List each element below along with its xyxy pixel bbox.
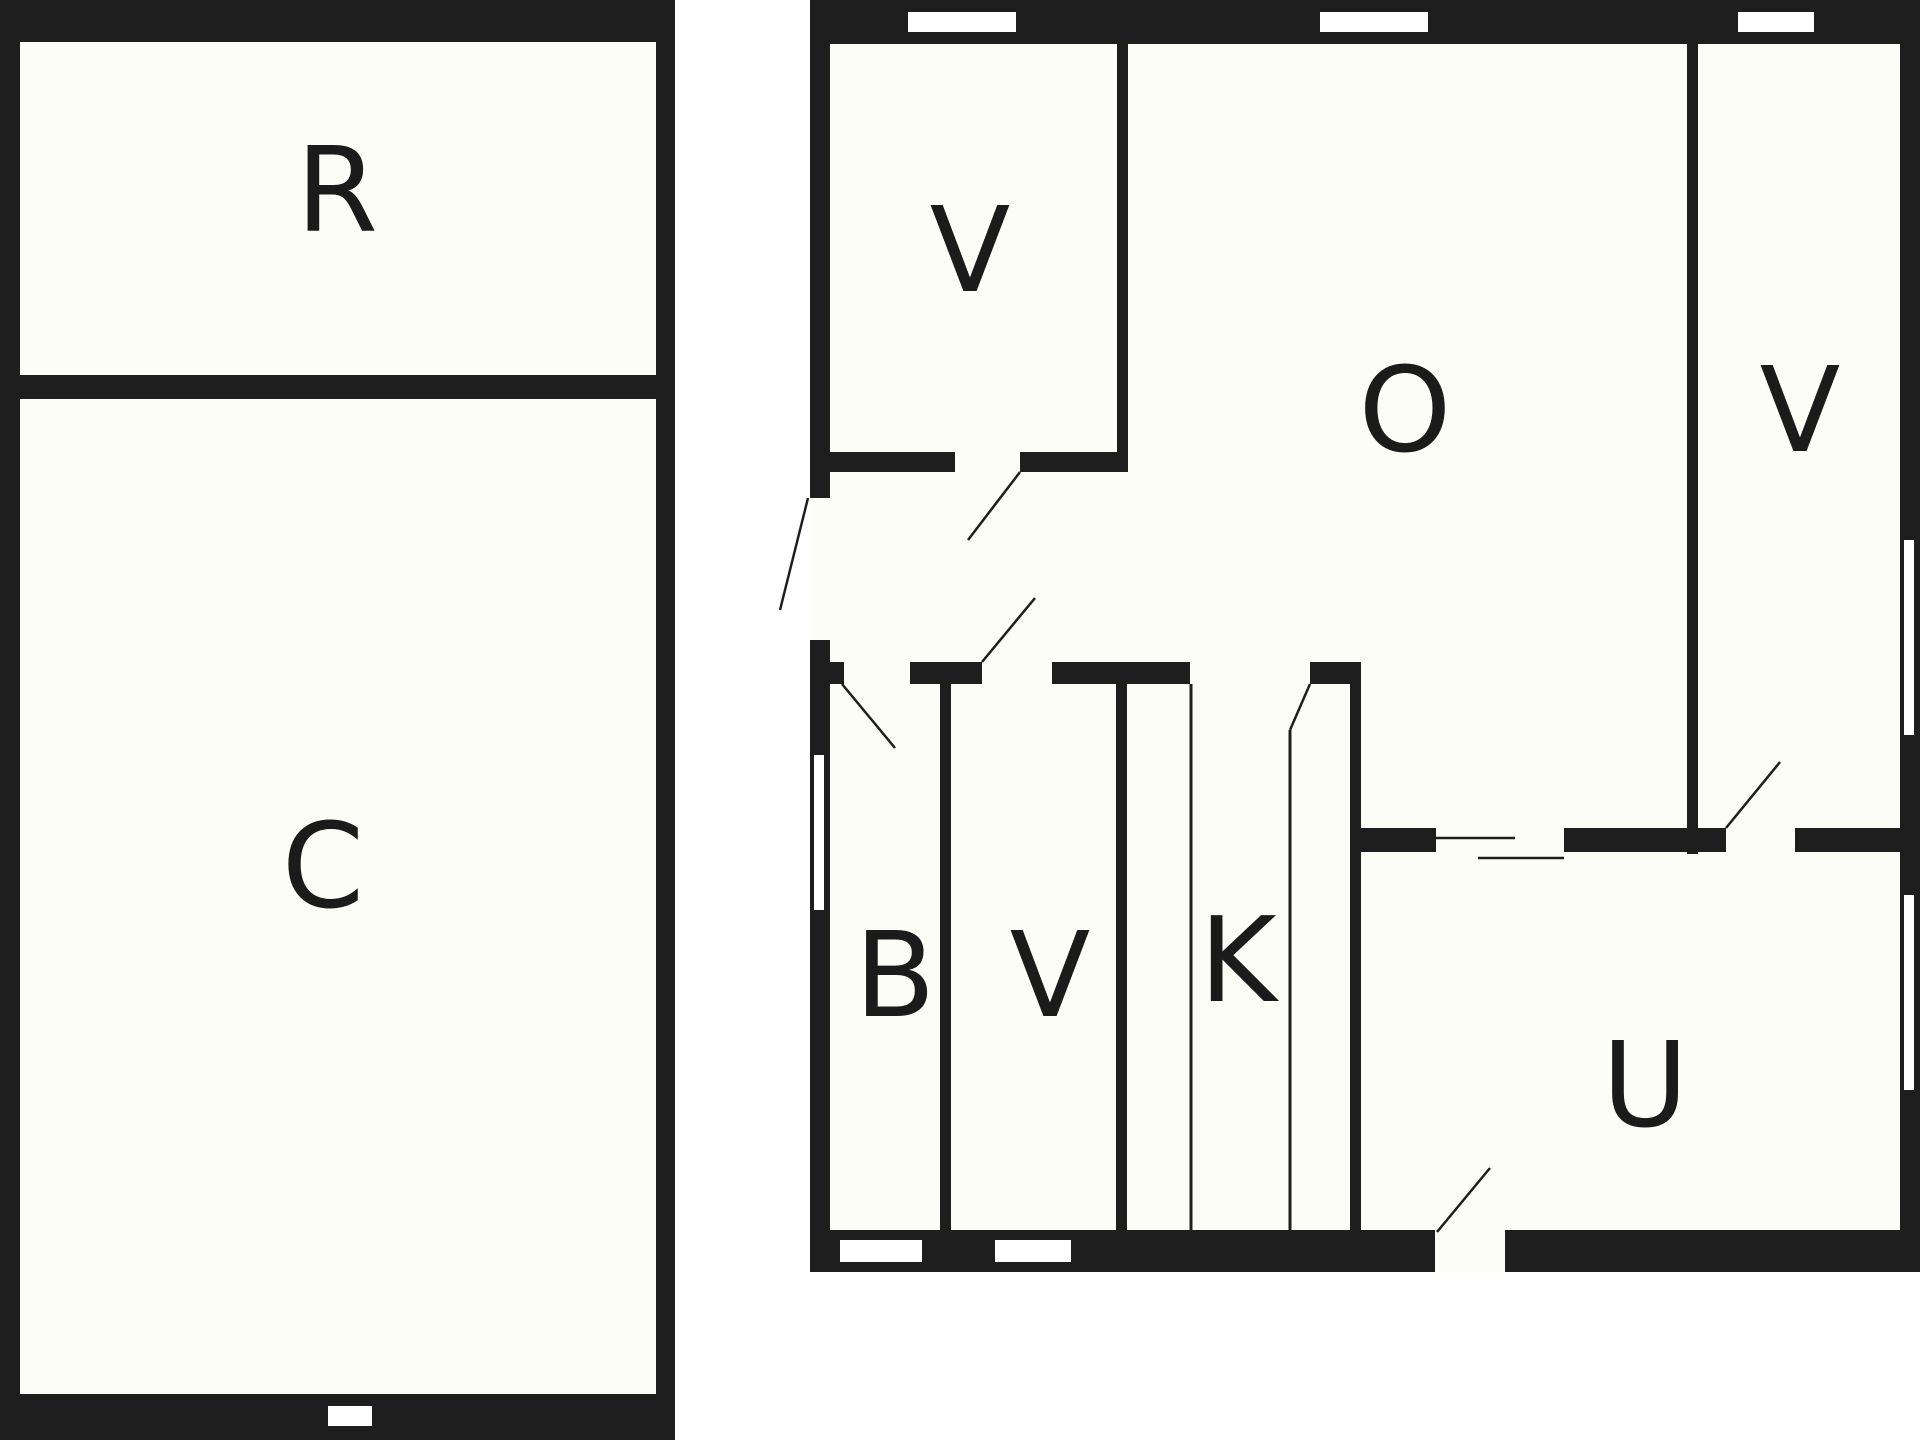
corridor-wall-a [830, 662, 844, 684]
b-door-swing [841, 683, 896, 749]
left-wall-divider [0, 375, 675, 399]
room-label-r: R [296, 121, 378, 259]
bottom-window-1 [840, 1240, 922, 1262]
right-top-window-2 [1320, 12, 1428, 32]
room-label-u: U [1602, 1016, 1688, 1154]
corridor-wall-d [1310, 662, 1360, 684]
k-door-swing [1288, 683, 1312, 731]
left-wall-left [0, 0, 20, 1440]
v-right-door-swing [1725, 761, 1781, 829]
right-building-floor [810, 0, 1920, 1272]
room-label-c: C [282, 797, 364, 935]
right-side-window-2 [1904, 895, 1914, 1090]
right-building: V O V B V K U [778, 0, 1920, 1272]
room-label-v-right: V [1760, 341, 1841, 479]
o-v-right-wall [1687, 44, 1698, 854]
v-top-left-wall-right [1117, 44, 1128, 472]
room-label-v-top-left: V [930, 181, 1011, 319]
room-label-v-bottom: V [1010, 906, 1091, 1044]
v-top-left-door-swing [967, 471, 1021, 541]
bottom-window-2 [995, 1240, 1071, 1262]
left-side-window [814, 755, 824, 910]
bottom-door-gap [1435, 1230, 1505, 1272]
room-label-b: B [855, 906, 936, 1044]
room-label-k: K [1199, 891, 1279, 1029]
right-side-window-1 [1904, 540, 1914, 735]
room-label-o: O [1359, 341, 1452, 479]
b-v-wall [940, 684, 951, 1230]
k-u-wall [1350, 662, 1361, 1230]
left-building-floor [0, 0, 675, 1440]
v-top-left-wall-bottom-b [1020, 452, 1128, 472]
left-door-swing [778, 497, 810, 611]
u-top-wall-c [1795, 828, 1900, 852]
v-k-wall [1116, 684, 1127, 1230]
left-wall-top [0, 0, 675, 42]
corridor-door-swing [981, 597, 1036, 663]
left-wall-right [656, 0, 675, 1440]
right-top-window-1 [908, 12, 1016, 32]
right-wall-bottom [810, 1230, 1920, 1272]
u-top-wall-a [1350, 828, 1436, 852]
u-top-wall-b [1564, 828, 1726, 852]
bottom-door-swing [1436, 1167, 1491, 1233]
corridor-wall-b [910, 662, 982, 684]
v-top-left-wall-bottom-a [830, 452, 955, 472]
left-door-gap [810, 498, 830, 640]
right-top-window-3 [1738, 12, 1814, 32]
left-bottom-window [328, 1406, 372, 1426]
left-building: R C [0, 0, 675, 1440]
corridor-wall-c [1052, 662, 1190, 684]
